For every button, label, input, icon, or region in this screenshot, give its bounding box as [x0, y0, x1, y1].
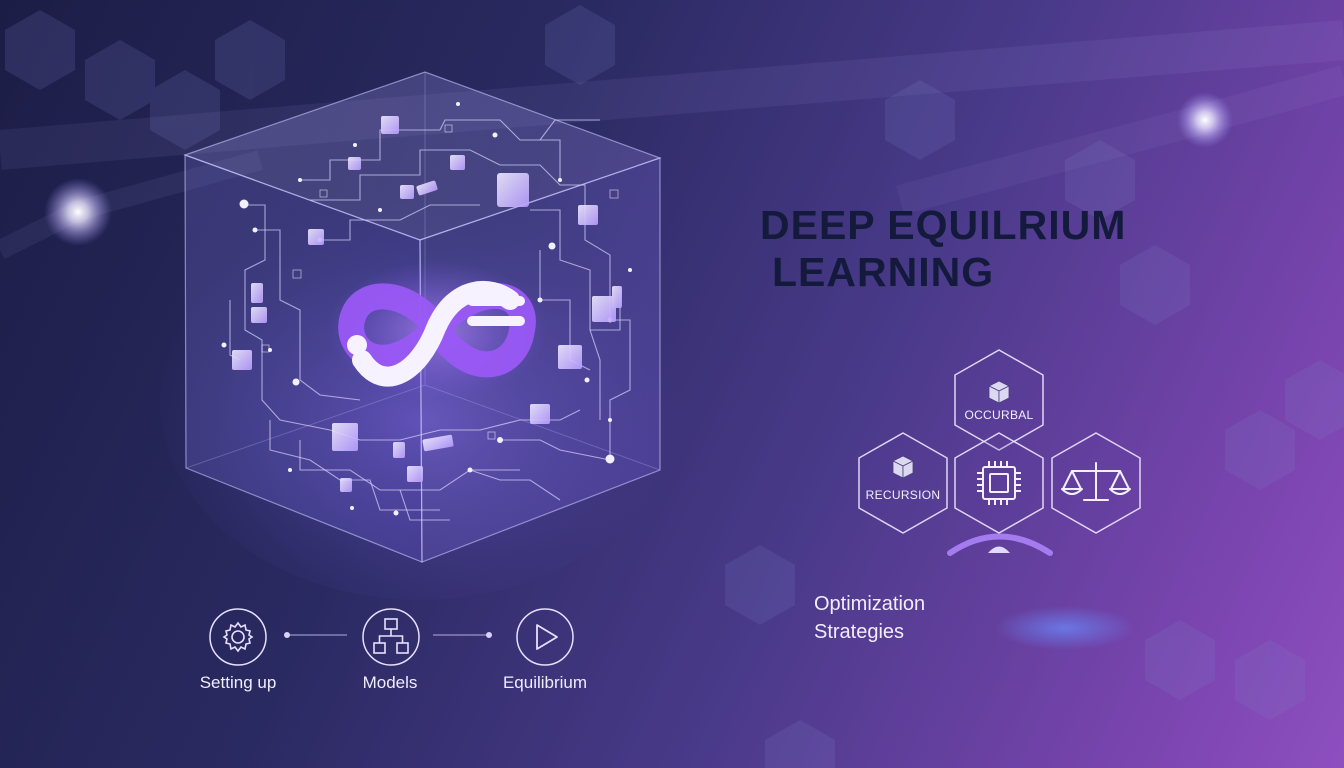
subtitle-line-2: Strategies [814, 621, 905, 643]
hierarchy-icon [373, 618, 409, 654]
step-label-setting-up: Setting up [199, 673, 277, 692]
scales-icon [1061, 462, 1131, 501]
chip-icon [977, 461, 1021, 505]
cube-icon [988, 380, 1010, 404]
title-line-1: DEEP EQUILRIUM [760, 202, 1127, 248]
hex-recursion [858, 432, 948, 534]
hex-label-recursion: RECURSION [865, 488, 941, 502]
steps-row [209, 608, 574, 666]
step-circle-setting-up [209, 608, 267, 666]
infinity-icon [327, 260, 547, 400]
hex-label-occurbal: OCCURBAL [964, 408, 1034, 422]
subtitle-line-1: Optimization [814, 593, 926, 615]
glass-cube [183, 71, 662, 563]
cube-icon [892, 455, 914, 479]
step-circle-models [362, 608, 420, 666]
play-icon [536, 624, 558, 650]
step-label-equilibrium: Equilibrium [502, 673, 588, 692]
subtitle: Optimization Strategies [814, 590, 925, 646]
title-line-2: LEARNING [772, 249, 995, 295]
step-circle-equilibrium [516, 608, 574, 666]
floating-cubes [232, 116, 622, 492]
page-title: DEEP EQUILRIUM LEARNING [760, 202, 1126, 296]
step-label-models: Models [362, 673, 418, 692]
hexagon-cluster [858, 349, 1141, 556]
gear-icon [222, 621, 254, 653]
hex-chip [954, 432, 1044, 534]
